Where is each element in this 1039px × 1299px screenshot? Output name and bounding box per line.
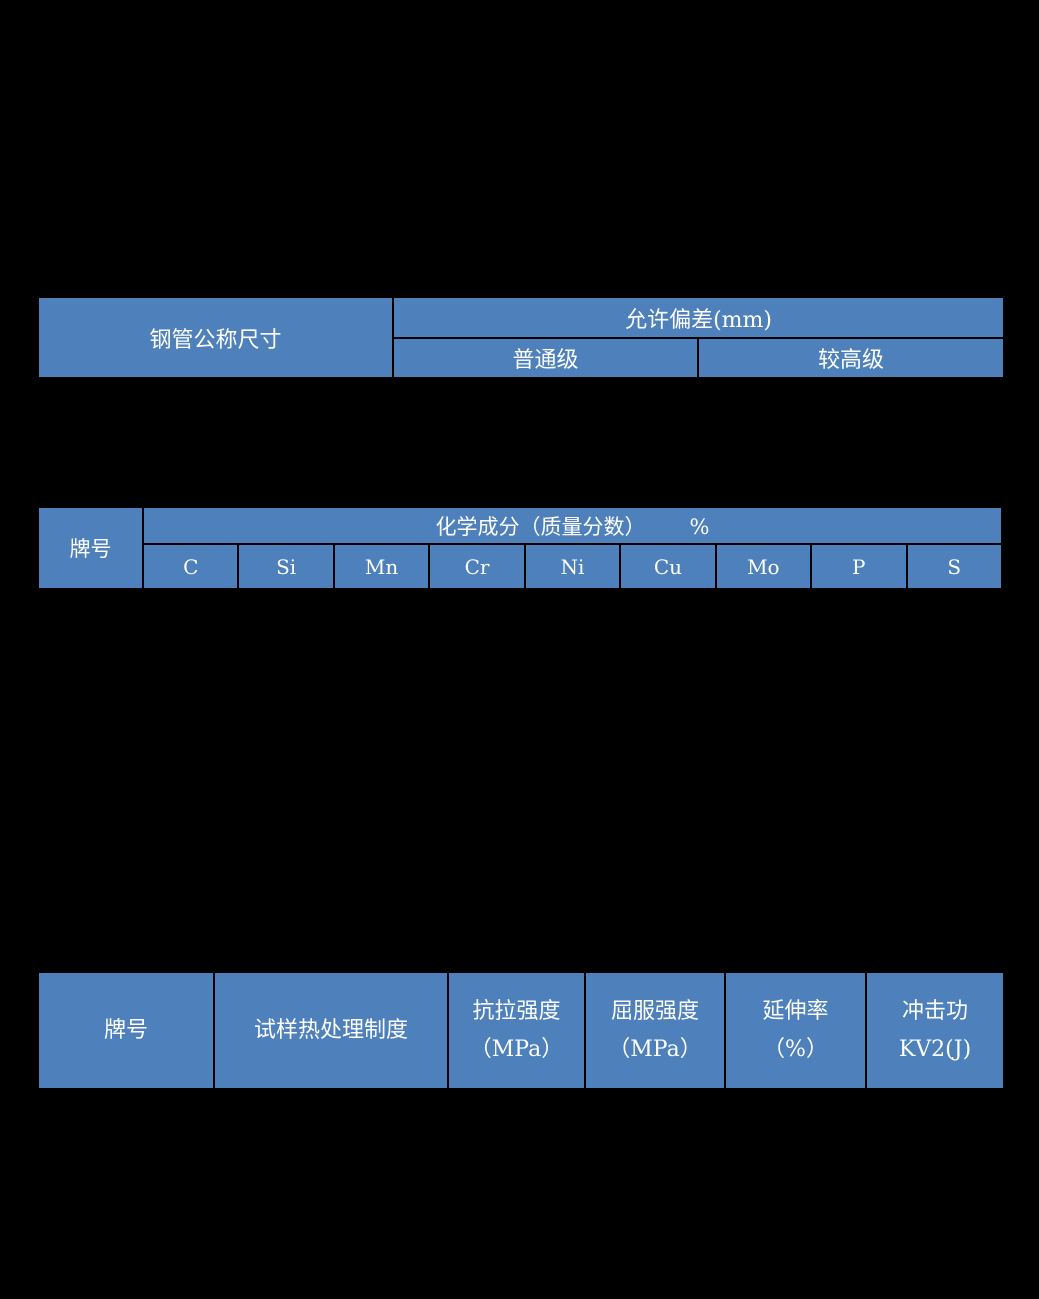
chem-table-col-si: Si (237, 543, 335, 590)
chem-table-col-ni: Ni (523, 543, 622, 590)
mech-table-col-yield-strength: 屈服强度 （MPa） (584, 971, 726, 1090)
mech-col-impact-line1: 冲击功 (901, 998, 968, 1024)
mech-col-yield-line2: （MPa） (608, 1036, 702, 1062)
mechanical-properties-table: 牌号 试样热处理制度 抗拉强度 （MPa） 屈服强度 （MPa） 延伸率 （%）… (37, 971, 1005, 1090)
mech-col-yield-line1: 屈服强度 (610, 998, 699, 1024)
size-table-col-ordinary: 普通级 (392, 337, 699, 379)
chem-table-col-mn: Mn (332, 543, 431, 590)
chem-table-col-s: S (905, 543, 1003, 590)
mech-col-elong-line2: （%） (763, 1036, 828, 1062)
size-table-corner-header: 钢管公称尺寸 (37, 296, 394, 379)
mech-col-tensile-line1: 抗拉强度 (472, 998, 561, 1024)
chem-table-col-cr: Cr (428, 543, 526, 590)
chem-table-col-p: P (810, 543, 908, 590)
chem-table-group-header: 化学成分（质量分数）% (142, 506, 1003, 545)
size-table-col-higher: 较高级 (696, 337, 1006, 379)
chem-table-unit-label: % (689, 514, 710, 539)
mech-table-col-tensile-strength: 抗拉强度 （MPa） (447, 971, 586, 1090)
mech-table-col-heat-treatment: 试样热处理制度 (213, 971, 449, 1090)
mech-col-grade-line1: 牌号 (103, 1017, 148, 1043)
mech-table-col-grade: 牌号 (37, 971, 215, 1090)
chem-table-col-cu: Cu (619, 543, 717, 590)
mech-table-col-impact-energy: 冲击功 KV2(J) (865, 971, 1005, 1090)
chem-table-col-c: C (141, 543, 240, 590)
mech-table-col-elongation: 延伸率 （%） (724, 971, 867, 1090)
chem-table-group-label: 化学成分（质量分数） (435, 514, 646, 539)
mech-col-impact-line2: KV2(J) (898, 1036, 972, 1062)
chemical-composition-table: 牌号 化学成分（质量分数）% C Si Mn Cr Ni Cu Mo P S (37, 506, 1003, 590)
chem-table-corner-header: 牌号 (37, 506, 144, 590)
chem-table-col-mo: Mo (714, 543, 813, 590)
pipe-size-table: 钢管公称尺寸 允许偏差(mm) 普通级 较高级 (37, 296, 1006, 379)
mech-col-elong-line1: 延伸率 (762, 998, 829, 1024)
size-table-group-header: 允许偏差(mm) (391, 296, 1006, 339)
mech-col-heat-line1: 试样热处理制度 (253, 1017, 408, 1043)
mech-col-tensile-line2: （MPa） (469, 1036, 564, 1062)
